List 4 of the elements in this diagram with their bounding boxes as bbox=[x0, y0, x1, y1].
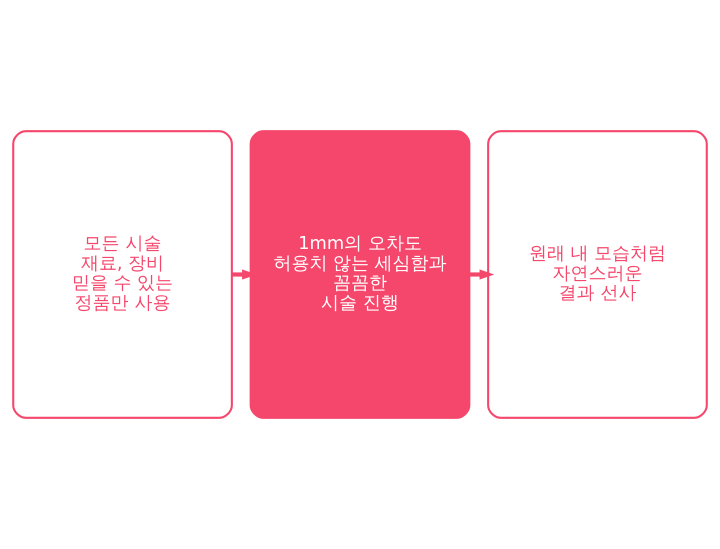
node-box: 원래 내 모습처럼 자연스러운 결과 선사 bbox=[487, 130, 708, 419]
node-box: 1mm의 오차도 허용치 않는 세심함과 꼼꼼한 시술 진행 bbox=[250, 130, 470, 419]
node-box: 모든 시술 재료, 장비 믿을 수 있는 정품만 사용 bbox=[12, 130, 233, 419]
arrow bbox=[469, 269, 494, 280]
